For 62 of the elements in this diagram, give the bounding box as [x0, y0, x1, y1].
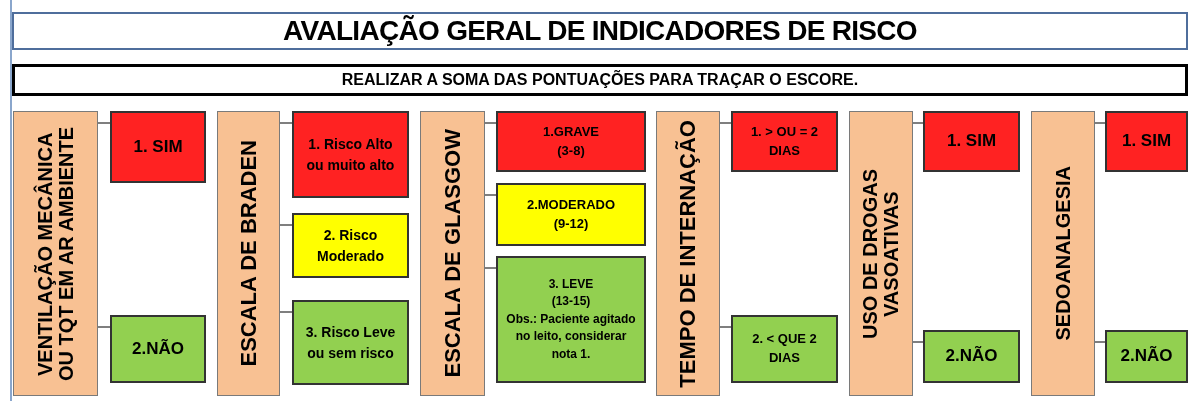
connector-line — [97, 122, 111, 124]
score-option-box — [292, 111, 409, 198]
option-text: 2.NÃO — [1120, 345, 1173, 368]
score-option-box — [923, 111, 1020, 172]
indicator-box — [849, 111, 913, 396]
score-option-box — [1105, 330, 1188, 383]
connector-line — [719, 326, 732, 328]
indicator-label: SEDOANALGESIA — [1052, 166, 1074, 341]
score-option-box — [110, 315, 206, 383]
score-option-box — [1105, 111, 1188, 172]
option-text: 2.NÃO — [132, 337, 184, 360]
score-option-box — [292, 300, 409, 385]
score-option-box — [496, 256, 646, 383]
option-text: 2.MODERADO — [526, 195, 616, 214]
score-option-box — [292, 213, 409, 278]
connector-line — [484, 122, 497, 124]
indicator-label: USO DE DROGAS VASOATIVAS — [860, 167, 902, 341]
score-option-box — [731, 111, 838, 172]
option-text: 3. Risco Leve ou sem risco — [304, 323, 397, 363]
indicator-box — [1031, 111, 1095, 396]
connector-line — [912, 341, 924, 343]
indicator-label: VENTILAÇÃO MECÂNICA OU TQT EM AR AMBIENTE — [34, 125, 77, 383]
option-text: (3-8) — [557, 141, 585, 160]
option-text: 1. Risco Alto ou muito alto — [305, 135, 396, 175]
option-text: 1. > OU = 2 DIAS — [749, 122, 820, 160]
title-banner — [12, 12, 1188, 50]
option-text: 1. SIM — [946, 130, 997, 153]
indicator-box — [13, 111, 98, 396]
instruction-text: REALIZAR A SOMA DAS PONTUAÇÕES PARA TRAÇAR O ESCORE. — [341, 72, 859, 88]
connector-line — [279, 224, 293, 226]
connector-line — [484, 267, 497, 269]
connector-line — [97, 326, 111, 328]
option-text: Obs.: Paciente agitado no leito, considerar nota 1. — [505, 310, 637, 363]
score-option-box — [923, 330, 1020, 383]
title-text: AVALIAÇÃO GERAL DE INDICADORES DE RISCO — [283, 17, 917, 45]
score-option-box — [731, 315, 838, 383]
indicator-label: ESCALA DE GLASGOW — [440, 129, 465, 378]
option-text: 3. LEVE — [548, 276, 594, 293]
indicator-label: ESCALA DE BRADEN — [236, 140, 261, 367]
connector-line — [719, 122, 732, 124]
indicator-box — [217, 111, 280, 396]
option-text: (13-15) — [551, 293, 591, 311]
connector-line — [484, 194, 497, 196]
option-text: 1. SIM — [1121, 130, 1172, 153]
option-text: 2. < QUE 2 DIAS — [751, 330, 818, 367]
connector-line — [912, 122, 924, 124]
instruction-banner — [12, 64, 1188, 96]
connector-line — [279, 311, 293, 313]
score-option-box — [110, 111, 206, 183]
connector-line — [1094, 341, 1106, 343]
connector-line — [279, 122, 293, 124]
option-text: (9-12) — [553, 214, 589, 233]
score-option-box — [496, 183, 646, 246]
indicator-box — [656, 111, 720, 396]
indicator-box — [420, 111, 485, 396]
connector-line — [1094, 122, 1106, 124]
option-text: 2.NÃO — [945, 345, 998, 368]
score-option-box — [496, 111, 646, 172]
option-text: 2. Risco Moderado — [316, 226, 385, 266]
option-text: 1.GRAVE — [542, 122, 600, 141]
option-text: 1. SIM — [133, 135, 183, 158]
indicator-label: TEMPO DE INTERNAÇÃO — [676, 119, 700, 388]
